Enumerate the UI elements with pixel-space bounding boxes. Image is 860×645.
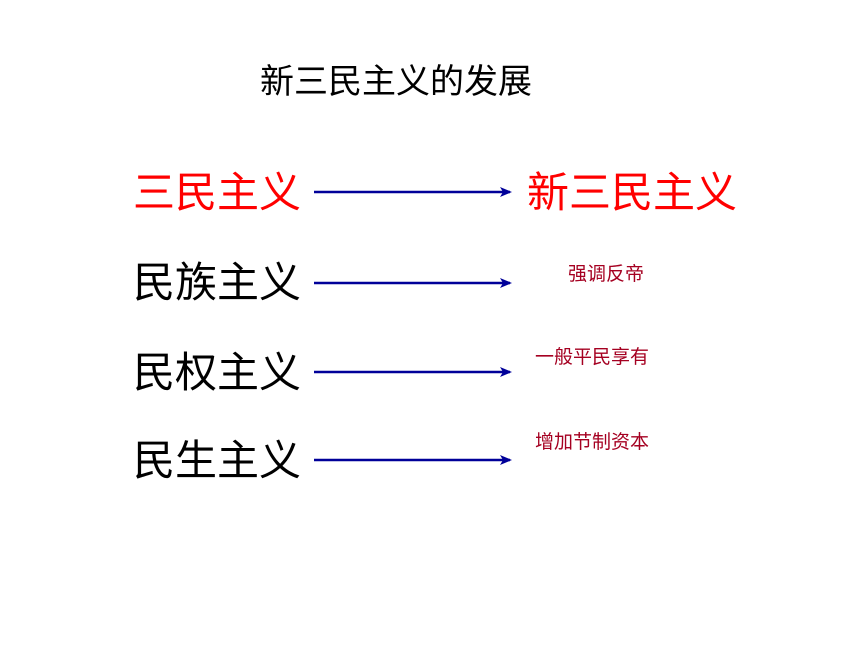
row-label-minsheng: 民生主义: [133, 436, 302, 485]
row-label-sanmin: 三民主义: [133, 168, 302, 217]
row-label-minquan: 民权主义: [133, 348, 302, 397]
row-result-xin-sanmin: 新三民主义: [527, 168, 738, 217]
row-label-minzu: 民族主义: [133, 258, 302, 307]
row-result-minsheng: 增加节制资本: [535, 431, 650, 453]
slide-title: 新三民主义的发展: [260, 62, 532, 102]
row-result-minquan: 一般平民享有: [535, 346, 650, 368]
row-result-minzu: 强调反帝: [568, 263, 645, 285]
